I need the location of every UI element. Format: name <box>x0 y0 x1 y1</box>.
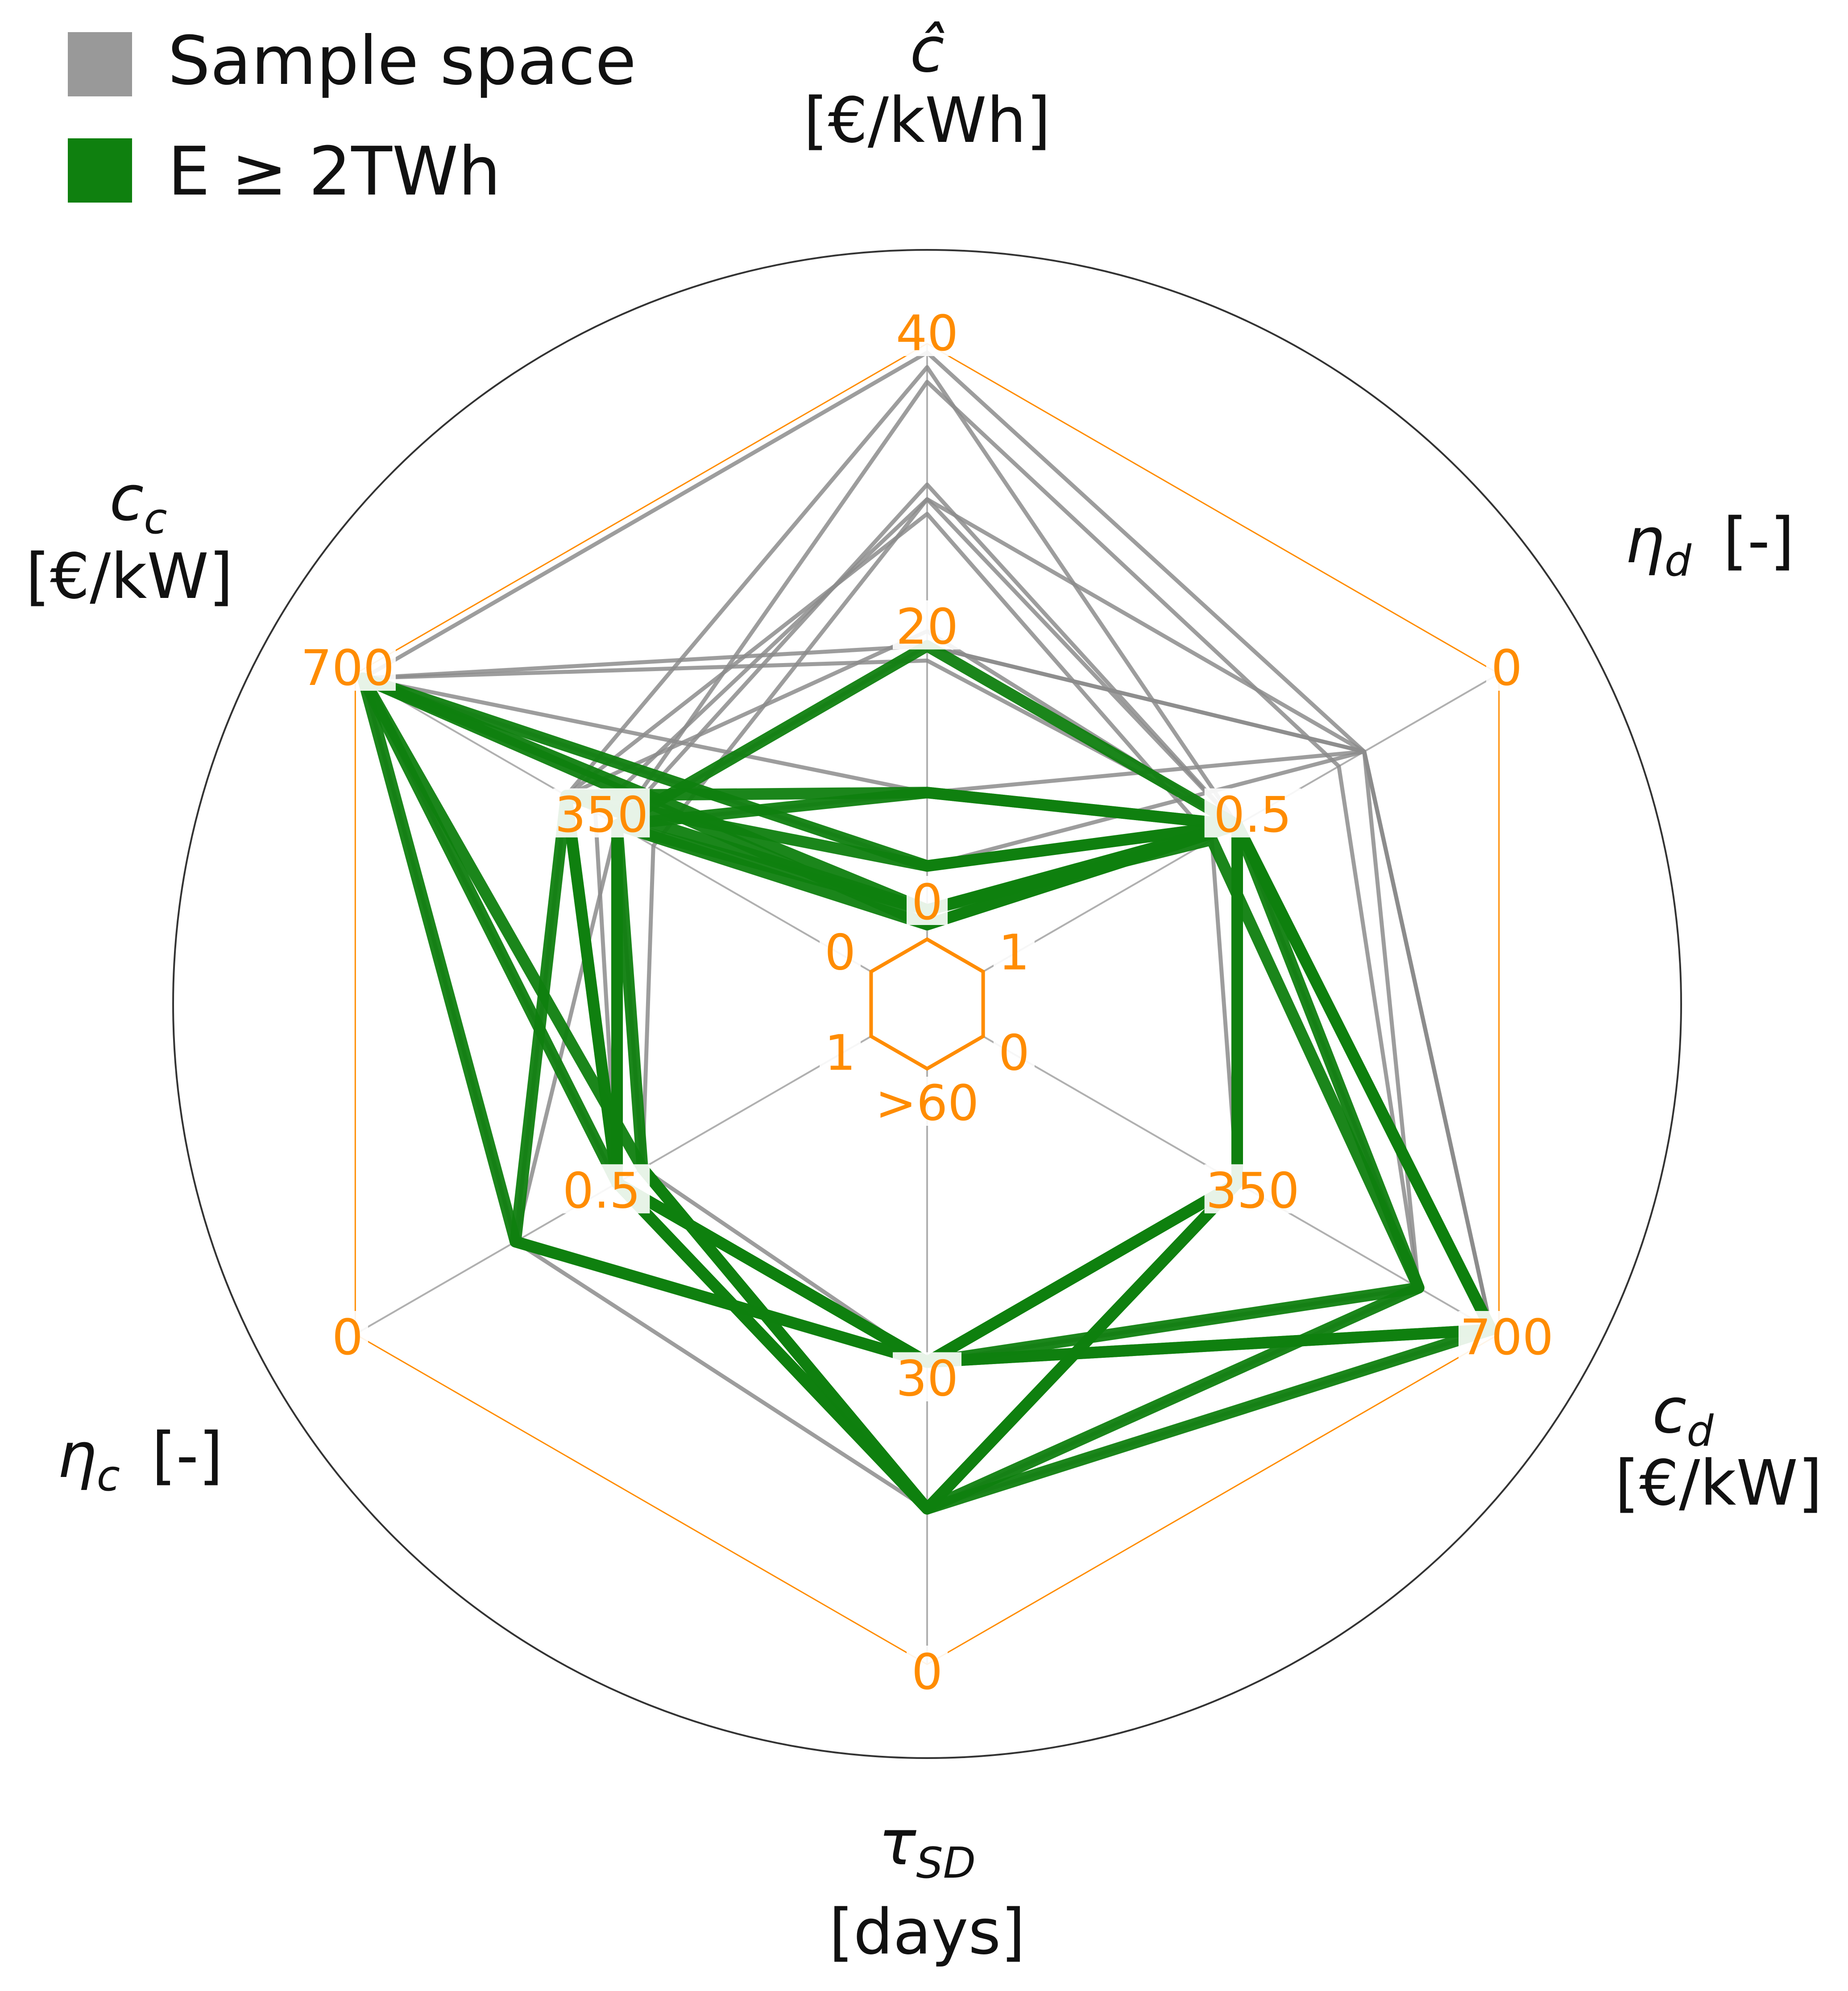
tick-label-bg <box>299 642 396 691</box>
axis-title-c-c: cc [€/kW] <box>26 462 233 613</box>
tick-label-bg <box>820 926 861 975</box>
legend-label-selected: E ≥ 2TWh <box>168 133 501 211</box>
tick-label: 0 <box>1491 639 1522 697</box>
tick-label-bg <box>907 1646 948 1695</box>
axis-title-c-hat-symbol: ĉ <box>910 14 945 87</box>
tick-label: 0.5 <box>1214 786 1292 843</box>
axis-title-c-hat-unit: [€/kWh] <box>804 84 1051 157</box>
outer-circle <box>172 249 1682 1759</box>
axis-title-c-d-symbol: cd <box>1652 1375 1714 1456</box>
tick-label: 20 <box>896 598 958 655</box>
tick-label: 1 <box>825 1025 856 1082</box>
tick-label: 0.5 <box>563 1162 641 1219</box>
axis-title-eta-d-symbol: ηd <box>1625 505 1692 586</box>
tick-label: 0 <box>912 1643 943 1701</box>
tick-label-bg <box>893 1352 961 1402</box>
tick-label-bg <box>993 1026 1035 1076</box>
axis-title-c-d-unit: [€/kW] <box>1615 1447 1823 1520</box>
axis-title-eta-d-unit: [-] <box>1723 505 1794 577</box>
tick-label-bg <box>993 926 1035 975</box>
tick-label: 40 <box>896 305 958 362</box>
tick-label: 350 <box>1206 1162 1300 1219</box>
axis-title-eta-c-symbol: ηc <box>57 1419 120 1501</box>
inner-hexagon-shape <box>869 937 985 1071</box>
tick-label-bg <box>907 876 948 925</box>
tick-label-bg <box>553 788 650 838</box>
axis-title-tau-sd-symbol: τSD <box>878 1807 976 1888</box>
legend-swatch-selected <box>68 138 132 203</box>
axis-title-tau-sd-unit: [days] <box>829 1896 1025 1969</box>
tick-label-bg <box>893 307 961 356</box>
tick-label: 700 <box>301 639 394 697</box>
tick-label: 700 <box>1460 1309 1554 1366</box>
legend-label-sample: Sample space <box>168 22 636 100</box>
tick-label: 30 <box>896 1350 958 1407</box>
tick-label-bg <box>1204 788 1301 838</box>
tick-label: >60 <box>875 1074 979 1132</box>
inner-hexagon <box>869 937 985 1071</box>
legend: Sample space E ≥ 2TWh <box>68 22 636 211</box>
axis-title-eta-c: ηc [-] <box>57 1419 223 1501</box>
axis-title-eta-c-unit: [-] <box>152 1419 223 1492</box>
axis-title-c-c-unit: [€/kW] <box>26 540 233 613</box>
axis-title-tau-sd: τSD [days] <box>829 1807 1025 1969</box>
axis-title-c-d: cd [€/kW] <box>1615 1375 1823 1520</box>
series-line-selected <box>560 790 1425 1368</box>
tick-label-bg <box>820 1026 861 1076</box>
tick-label: 1 <box>999 924 1030 981</box>
tick-label: 0 <box>912 874 943 931</box>
tick-label-bg <box>327 1311 368 1360</box>
tick-label: 350 <box>555 786 648 843</box>
tick-label: 0 <box>999 1025 1030 1082</box>
tick-label: 0 <box>825 924 856 981</box>
tick-label-bg <box>553 1164 650 1214</box>
axis-title-c-hat: ĉ [€/kWh] <box>804 14 1051 157</box>
axis-title-eta-d: ηd [-] <box>1625 505 1794 586</box>
tick-label-bg <box>893 600 961 650</box>
tick-label-bg <box>1486 642 1528 691</box>
tick-label: 0 <box>332 1309 363 1366</box>
tick-label-bg <box>1204 1164 1301 1214</box>
tick-label-bg <box>1459 1311 1555 1360</box>
legend-swatch-sample <box>68 32 132 96</box>
axis-title-c-c-symbol: cc <box>109 462 167 543</box>
tick-label-bg <box>879 1077 975 1126</box>
